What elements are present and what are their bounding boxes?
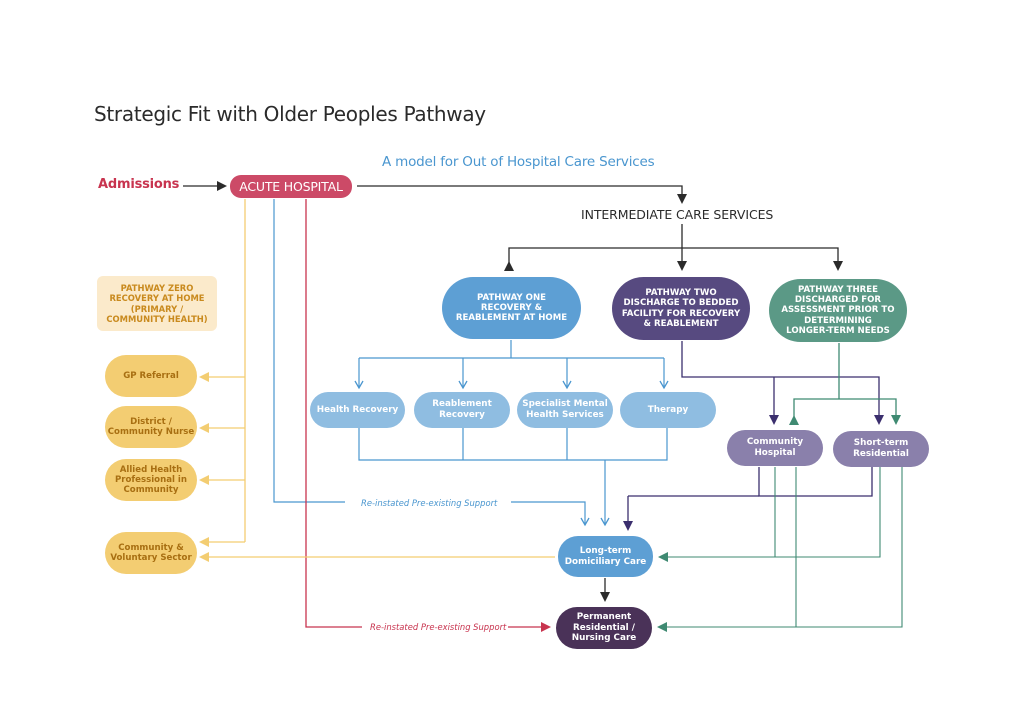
- edge-hospital-red-support-a: [305, 199, 362, 628]
- service-specialist-mental-health[interactable]: Specialist Mental Health Services: [517, 392, 613, 428]
- pathway-two-label: PATHWAY TWO DISCHARGE TO BEDDED FACILITY…: [621, 287, 741, 329]
- bedded-label: Short-term Residential: [853, 438, 909, 459]
- service-label: Specialist Mental Health Services: [522, 399, 608, 420]
- edge-hospital-blue-support-b: [511, 501, 590, 527]
- domiciliary-care-node[interactable]: Long-term Domiciliary Care: [558, 536, 653, 577]
- service-reablement-recovery[interactable]: Reablement Recovery: [414, 392, 510, 428]
- service-label: Health Recovery: [316, 404, 399, 415]
- service-therapy[interactable]: Therapy: [620, 392, 716, 428]
- voluntary-sector-node[interactable]: Community & Voluntary Sector: [105, 532, 197, 574]
- intermediate-care-label: INTERMEDIATE CARE SERVICES: [581, 207, 774, 222]
- pathway-one-label: PATHWAY ONE RECOVERY & REABLEMENT AT HOM…: [455, 292, 568, 324]
- service-label: Reablement Recovery: [432, 399, 492, 420]
- service-health-recovery[interactable]: Health Recovery: [310, 392, 405, 428]
- pathway-zero-item-label: District / Community Nurse: [107, 416, 195, 437]
- acute-hospital-node[interactable]: ACUTE HOSPITAL: [230, 175, 352, 198]
- edge-bedded-to-domiciliary: [758, 467, 873, 497]
- edge-label-blue-support: Re-instated Pre-existing Support: [361, 498, 498, 508]
- pathway-zero-item-label: Community & Voluntary Sector: [110, 542, 192, 563]
- pathway-zero-item-label: GP Referral: [123, 370, 179, 381]
- edge-intermediate-branch: [504, 247, 843, 271]
- community-hospital-node[interactable]: Community Hospital: [727, 430, 823, 466]
- edge-teal-to-domiciliary: [774, 467, 881, 558]
- page-title: Strategic Fit with Older Peoples Pathway: [94, 102, 486, 126]
- pathway-zero-item-label: Allied Health Professional in Community: [114, 464, 187, 496]
- page-subtitle: A model for Out of Hospital Care Service…: [382, 154, 655, 170]
- outcome-label: Long-term Domiciliary Care: [564, 545, 647, 567]
- permanent-care-node[interactable]: Permanent Residential / Nursing Care: [556, 607, 652, 649]
- short-term-residential-node[interactable]: Short-term Residential: [833, 431, 929, 467]
- edge-label-red-support: Re-instated Pre-existing Support: [370, 622, 507, 632]
- pathway-one-node[interactable]: PATHWAY ONE RECOVERY & REABLEMENT AT HOM…: [442, 277, 581, 339]
- edge-hospital-intermediate: [357, 185, 687, 204]
- pathway-zero-label: PATHWAY ZERO RECOVERY AT HOME (PRIMARY /…: [106, 283, 208, 324]
- admissions-label: Admissions: [98, 177, 180, 192]
- edge-p3-branch: [789, 398, 901, 425]
- outcome-label: Permanent Residential / Nursing Care: [571, 612, 637, 644]
- pathway-zero-header: PATHWAY ZERO RECOVERY AT HOME (PRIMARY /…: [97, 276, 217, 331]
- pathway-three-node[interactable]: PATHWAY THREE DISCHARGED FOR ASSESSMENT …: [769, 279, 907, 342]
- pathway-two-node[interactable]: PATHWAY TWO DISCHARGE TO BEDDED FACILITY…: [612, 277, 750, 340]
- pathway-three-label: PATHWAY THREE DISCHARGED FOR ASSESSMENT …: [781, 284, 895, 336]
- bedded-label: Community Hospital: [746, 437, 804, 458]
- community-nurse-node[interactable]: District / Community Nurse: [105, 406, 197, 448]
- edge-services-bus: [358, 428, 668, 461]
- service-label: Therapy: [647, 404, 689, 415]
- gp-referral-node[interactable]: GP Referral: [105, 355, 197, 397]
- edge-hospital-blue-support-a: [273, 199, 345, 503]
- allied-health-node[interactable]: Allied Health Professional in Community: [105, 459, 197, 501]
- edge-teal-to-permanent: [795, 467, 903, 628]
